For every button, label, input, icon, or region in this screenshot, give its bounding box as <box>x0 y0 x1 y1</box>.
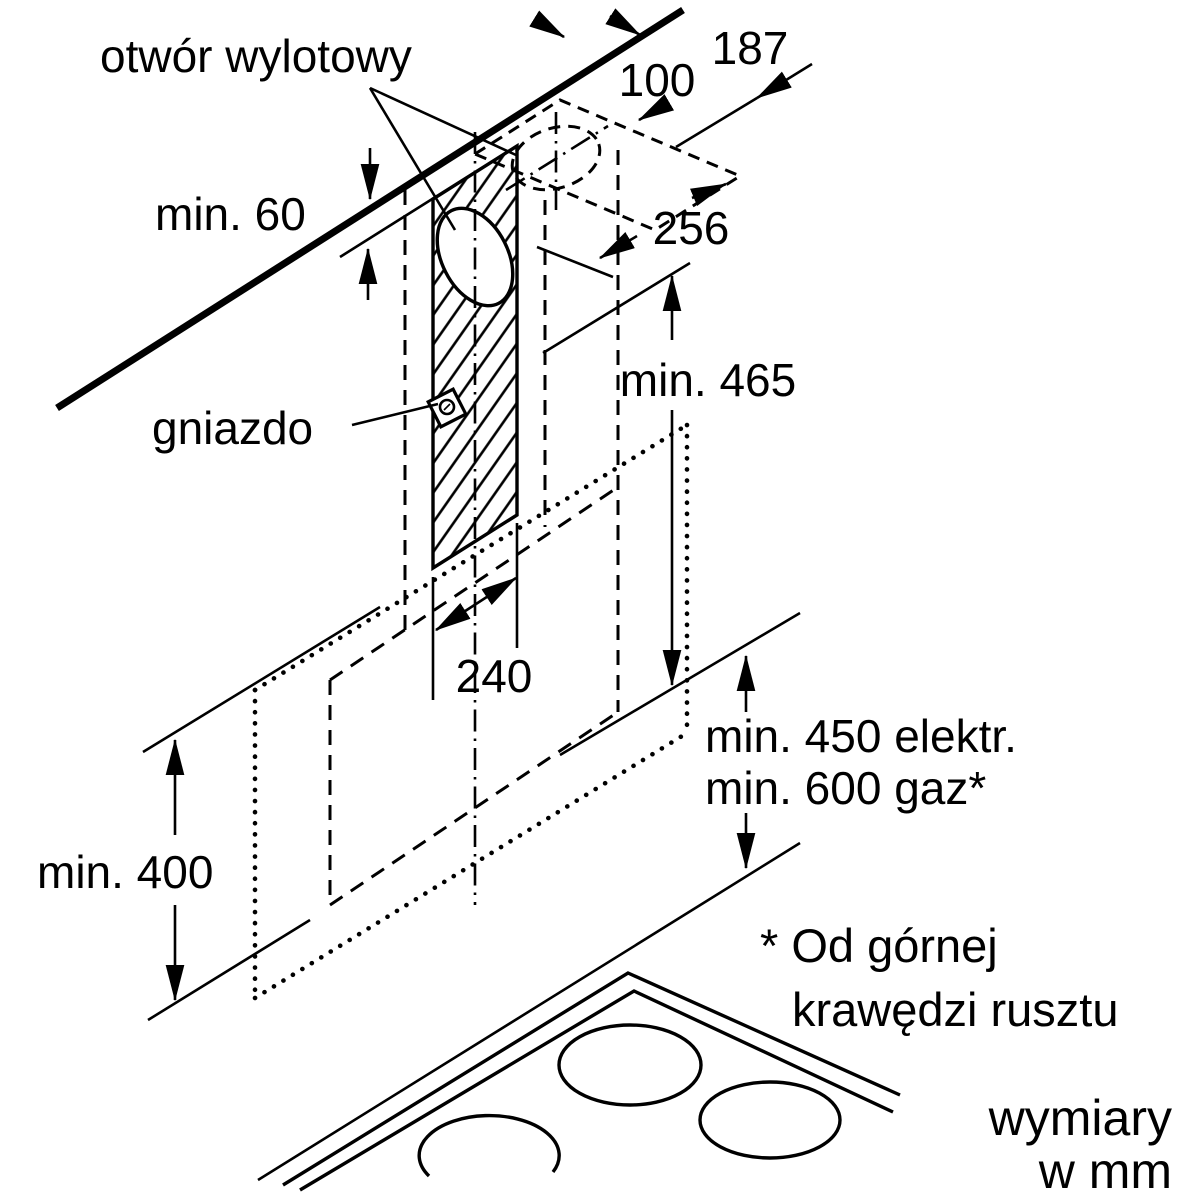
dim-hob-clearance: min. 450 elektr. min. 600 gaz* <box>705 654 1017 870</box>
dim-min465: min. 465 <box>620 274 796 687</box>
dim-187-label: 187 <box>712 22 789 74</box>
dim-187-wall-arrow-right <box>605 8 642 37</box>
outlet-leader-to-wall <box>368 87 457 231</box>
cooktop-outer-edge <box>282 971 901 1187</box>
min600-label: min. 600 gaz* <box>705 762 986 814</box>
outlet-opening-label: otwór wylotowy <box>100 30 412 82</box>
hood-front-bottom-edge <box>252 730 690 1001</box>
callout-outlet-opening: otwór wylotowy <box>100 30 517 231</box>
callout-socket: gniazdo <box>152 402 439 454</box>
burner-right <box>698 1080 842 1160</box>
dim-min400: min. 400 <box>37 738 213 1002</box>
socket-label: gniazdo <box>152 402 313 454</box>
ext-line-256-left <box>536 245 614 279</box>
dim-240: 240 <box>434 576 533 702</box>
min60-label: min. 60 <box>155 188 306 240</box>
dim-100-label: 100 <box>619 54 696 106</box>
dim-240-arrow-right <box>475 576 518 606</box>
min465-label: min. 465 <box>620 354 796 406</box>
burner-center <box>557 1023 703 1107</box>
dim-min60: min. 60 <box>155 148 380 300</box>
footnote-line1: * Od górnej <box>760 919 998 972</box>
dim-240-label: 240 <box>456 650 533 702</box>
dim-256-label: 256 <box>653 202 730 254</box>
hood-front-face-dotted <box>252 422 690 1001</box>
hood-rear-panel-dashed <box>328 485 619 907</box>
footnote: * Od górnej krawędzi rusztu <box>760 919 1119 1036</box>
dim-187: 187 <box>529 8 813 149</box>
ceiling-projection <box>471 98 744 232</box>
outlet-leader-to-ceiling <box>369 86 517 157</box>
hood-rear-top-edge <box>329 485 619 682</box>
units-line2: w mm <box>1038 1143 1172 1199</box>
min400-label: min. 400 <box>37 846 213 898</box>
socket-leader <box>351 402 439 427</box>
ext-line-min60 <box>339 194 438 259</box>
dim-187-leader-tail <box>675 96 758 149</box>
hood-front-top-edge <box>252 422 690 693</box>
footnote-line2: krawędzi rusztu <box>792 983 1119 1036</box>
dim-256-arrow-right <box>689 182 728 207</box>
ceiling-hole-centerline-diagonal <box>505 124 609 192</box>
ceiling-wall-edge-line <box>55 7 685 411</box>
units-line1: wymiary <box>988 1090 1172 1146</box>
dim-100-arrow <box>637 94 675 122</box>
cooktop <box>282 971 901 1192</box>
dim-187-leader-arrow <box>755 62 813 100</box>
ceiling-cutout-dashed-outline <box>471 98 744 232</box>
dim-187-wall-arrow-left <box>529 10 566 39</box>
hidden-edges <box>403 150 620 712</box>
ceiling-outlet-hole-dashed-circle <box>510 124 602 192</box>
dim-256-arrow-left <box>598 232 638 260</box>
dim-100: 100 <box>619 54 696 122</box>
min450-label: min. 450 elektr. <box>705 710 1017 762</box>
dim-240-arrow-left <box>434 602 477 632</box>
burner-left-arc <box>417 1113 561 1178</box>
ext-line-min400-top <box>142 605 381 754</box>
units-caption: wymiary w mm <box>988 1090 1172 1199</box>
cooktop-inner-edge <box>299 989 894 1192</box>
hood-rear-bottom-edge <box>329 710 619 907</box>
dim-256: 256 <box>598 182 730 260</box>
socket-symbol <box>426 387 468 429</box>
ext-line-cooktop-level <box>257 841 801 1182</box>
ext-line-min400-bottom <box>147 918 311 1022</box>
